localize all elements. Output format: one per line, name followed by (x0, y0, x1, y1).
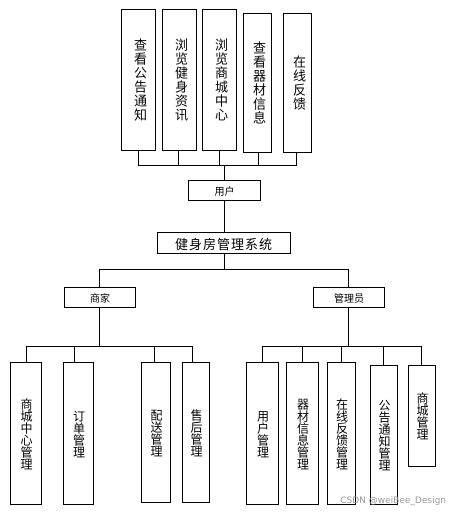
node-merchant: 商家 (64, 287, 136, 308)
node-admin: 管理员 (313, 287, 385, 308)
module-browse-mall: 浏览商城中心 (202, 9, 237, 151)
module-view-equipment: 查看器材信息 (243, 13, 272, 153)
module-order-management: 订单管理 (63, 362, 94, 505)
module-delivery-management: 配送管理 (141, 362, 171, 503)
module-mall-management: 商城管理 (408, 365, 436, 467)
node-user: 用户 (188, 180, 261, 201)
module-notice-management: 公告通知管理 (370, 365, 398, 505)
module-online-feedback: 在线反馈 (283, 13, 312, 153)
module-browse-fitness-news: 浏览健身资讯 (162, 9, 197, 151)
module-aftersales-management: 售后管理 (182, 362, 210, 503)
module-view-notice: 查看公告通知 (121, 9, 156, 151)
module-feedback-management: 在线反馈管理 (327, 362, 356, 505)
module-equipment-info-management: 器材信息管理 (286, 362, 319, 505)
module-mall-center-management: 商城中心管理 (10, 362, 42, 505)
csdn-watermark: CSDN @weiBee_Design (340, 496, 446, 506)
node-system: 健身房管理系统 (157, 232, 291, 254)
module-user-management: 用户管理 (246, 362, 279, 505)
